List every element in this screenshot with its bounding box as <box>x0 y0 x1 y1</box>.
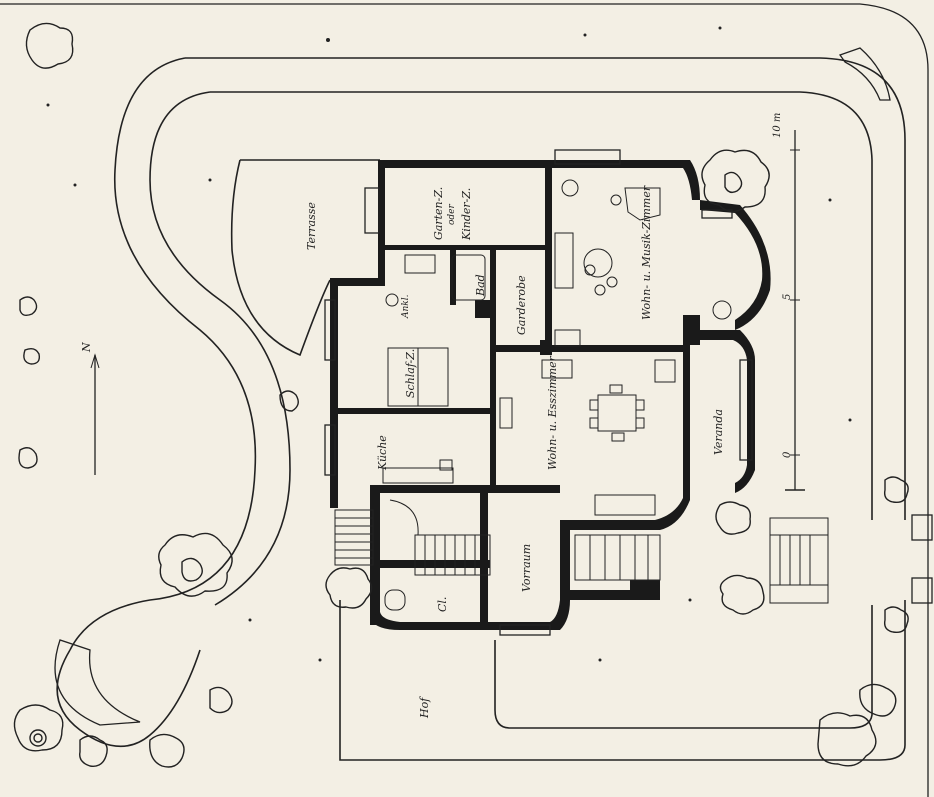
furniture <box>382 179 732 611</box>
stairs <box>334 499 829 604</box>
label-oder: oder <box>447 203 457 225</box>
label-veranda: Veranda <box>712 409 725 455</box>
label-vorraum: Vorraum <box>520 544 533 592</box>
label-terrasse: Terrasse <box>305 202 318 250</box>
scale-label-five: 5 <box>782 294 793 300</box>
garden-paths <box>54 47 906 761</box>
gate-posts <box>911 514 933 604</box>
label-bad: Bad <box>474 274 487 297</box>
scale-bar: 10 m 5 0 <box>772 113 805 491</box>
paper-edge <box>0 3 929 797</box>
house-walls <box>330 160 771 630</box>
label-garderobe: Garderobe <box>515 275 528 335</box>
label-wohn-musik: Wohn- u. Musik-Zimmer <box>640 185 653 320</box>
label-hof: Hof <box>418 696 431 719</box>
windows <box>324 149 753 636</box>
label-garten-zimmer: Garten-Z. <box>432 187 445 240</box>
trees <box>13 22 909 768</box>
label-kueche: Küche <box>376 435 389 471</box>
label-ankl: Ankl. <box>401 294 411 319</box>
label-schlaf: Schlaf-Z. <box>404 349 417 398</box>
ink-specks <box>46 26 852 662</box>
scale-label-zero: 0 <box>782 451 793 458</box>
room-labels: Terrasse Garten-Z. oder Kinder-Z. Ankl. … <box>305 185 725 719</box>
scale-label-ten: 10 m <box>772 113 783 138</box>
north-arrow: N <box>80 342 100 475</box>
north-label: N <box>80 342 93 353</box>
label-cl: Cl. <box>436 597 449 612</box>
label-kinder-zimmer: Kinder-Z. <box>460 188 473 241</box>
label-wohn-ess: Wohn- u. Esszimmer <box>546 355 559 470</box>
